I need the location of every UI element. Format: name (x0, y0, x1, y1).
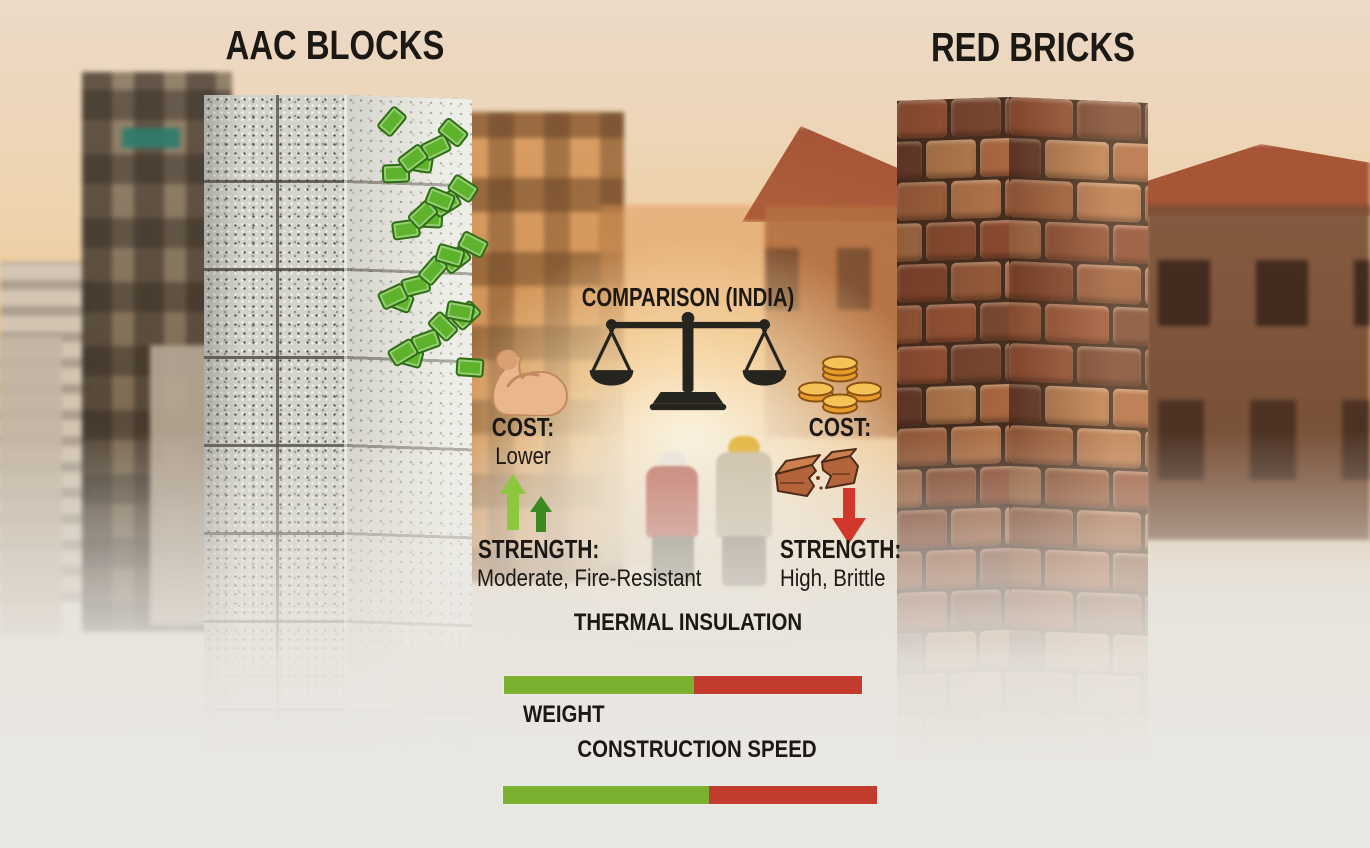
brick (980, 219, 1009, 260)
brick (1045, 139, 1109, 181)
red-cost-label: COST: (808, 412, 872, 442)
brick (1113, 142, 1148, 184)
brick (951, 261, 1001, 302)
red-down-arrow-icon (832, 488, 866, 544)
brick (1045, 385, 1109, 427)
broken-brick-icon (775, 448, 859, 497)
gold-coins-icon (798, 355, 882, 415)
aac-cost-value: Lower (495, 443, 551, 470)
brick (897, 141, 922, 181)
brick (980, 383, 1009, 424)
red-strength-value: High, Brittle (780, 565, 886, 592)
balance-scale-icon (589, 311, 787, 411)
comparison-title: COMPARISON (INDIA) (581, 282, 795, 312)
brick (1077, 263, 1141, 305)
muscle-arm-icon (492, 349, 569, 416)
brick (897, 387, 922, 427)
brick (1077, 99, 1141, 141)
brick (951, 343, 1001, 384)
brick (980, 137, 1009, 178)
brick (1009, 97, 1073, 138)
bar-green-segment (503, 786, 709, 804)
brick (1113, 388, 1148, 430)
brick (897, 99, 947, 139)
brick (1145, 266, 1148, 308)
brick (1009, 343, 1073, 384)
brick (926, 385, 976, 425)
aac-strength-label: STRENGTH: (478, 534, 600, 564)
brick (1145, 348, 1148, 390)
brick (1009, 218, 1041, 260)
brick (926, 221, 976, 261)
red-bricks-title: RED BRICKS (930, 24, 1136, 70)
red-strength-label: STRENGTH: (780, 534, 902, 564)
aac-strength-value: Moderate, Fire-Resistant (477, 565, 702, 592)
brick (1045, 303, 1109, 345)
brick (1145, 184, 1148, 226)
brick (897, 181, 947, 221)
brick (980, 301, 1009, 342)
brick (951, 97, 1001, 138)
thermal-insulation-label: THERMAL INSULATION (573, 609, 803, 636)
tarp-on-tower (122, 128, 180, 148)
brick (897, 305, 922, 345)
brick (1009, 136, 1041, 178)
brick (1009, 179, 1073, 220)
brick (1009, 300, 1041, 342)
green-up-arrows-icon (500, 474, 552, 532)
brick (926, 139, 976, 179)
brick (897, 223, 922, 263)
brick (1145, 102, 1148, 144)
brick (897, 345, 947, 385)
bar-green-segment (504, 676, 694, 694)
bar-red-segment (693, 676, 862, 694)
weight-label: WEIGHT (523, 701, 605, 728)
brick (926, 303, 976, 343)
brick (1045, 221, 1109, 263)
bar-red-segment (708, 786, 877, 804)
fog-overlay (0, 430, 1370, 848)
construction-speed-label: CONSTRUCTION SPEED (577, 736, 817, 763)
brick (897, 263, 947, 303)
brick (1113, 306, 1148, 348)
brick (1113, 224, 1148, 266)
construction-speed-bar (503, 786, 877, 804)
thermal-insulation-bar (504, 676, 862, 694)
brick (1077, 345, 1141, 387)
far-right-building-windows (1158, 260, 1370, 326)
brick (1009, 261, 1073, 302)
brick (951, 179, 1001, 220)
brick (1009, 382, 1041, 424)
aac-title: AAC BLOCKS (225, 22, 445, 68)
aac-cost-label: COST: (491, 412, 555, 442)
brick (1077, 181, 1141, 223)
